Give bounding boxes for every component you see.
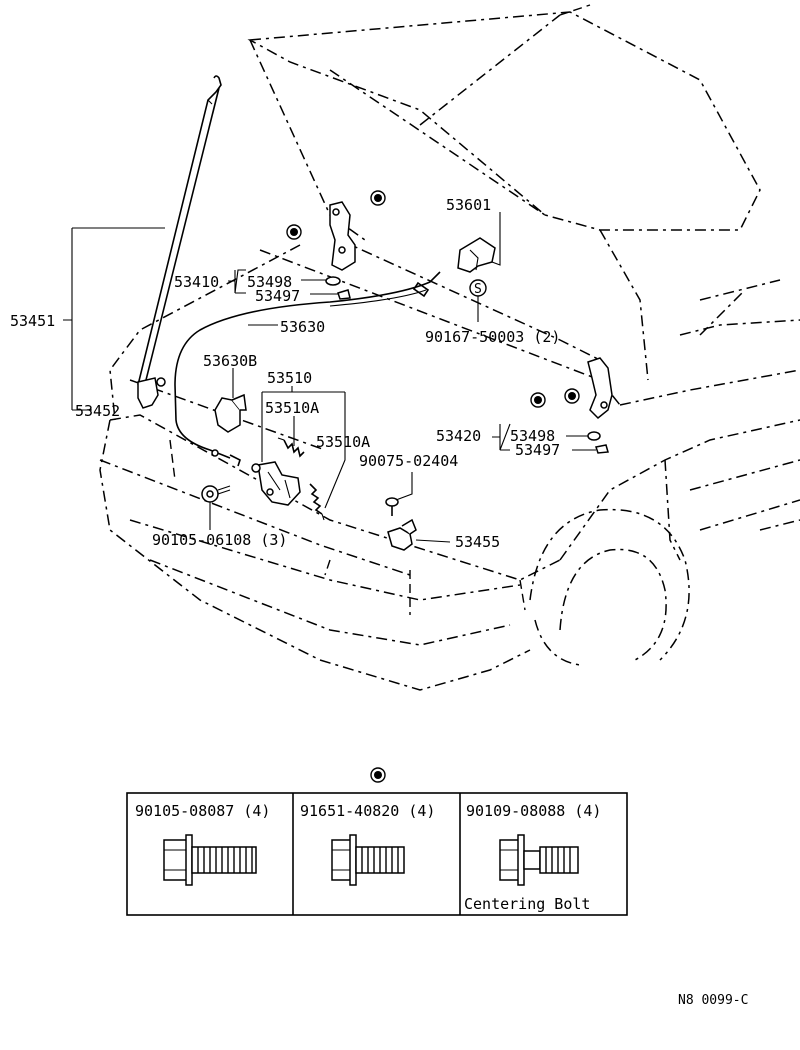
label-53451: 53451 bbox=[10, 312, 55, 330]
label-53498-right: 53498 bbox=[510, 427, 555, 445]
car-body-outline bbox=[99, 4, 800, 691]
label-53630B: 53630B bbox=[203, 352, 257, 370]
bolt-table: 90105-08087 (4) 91651-40820 (4) bbox=[126, 792, 628, 916]
label-53510A-2: 53510A bbox=[316, 433, 370, 451]
release-lever-handle bbox=[214, 393, 247, 433]
label-53497-left: 53497 bbox=[255, 287, 300, 305]
bolt-table-note-3: Centering Bolt bbox=[464, 895, 590, 913]
s-mark-icon: S bbox=[469, 279, 487, 297]
hood-support-rod bbox=[137, 75, 222, 389]
leader-lines bbox=[63, 212, 596, 543]
label-53455: 53455 bbox=[455, 533, 500, 551]
bolt-mark bbox=[370, 190, 386, 206]
label-53498-left: 53498 bbox=[247, 273, 292, 291]
label-90075-02404: 90075-02404 bbox=[359, 452, 458, 470]
bolt-table-part-3: 90109-08088 (4) bbox=[466, 802, 601, 820]
rod-holder-part bbox=[137, 377, 166, 409]
lock-support-bracket bbox=[457, 237, 496, 273]
screw-part bbox=[385, 497, 399, 516]
lock-mount-bolt bbox=[201, 485, 231, 503]
centering-bolt-icon bbox=[499, 834, 579, 886]
label-53420: 53420 bbox=[436, 427, 481, 445]
label-53510A-1: 53510A bbox=[265, 399, 319, 417]
release-cable bbox=[174, 271, 441, 467]
flange-bolt-icon bbox=[163, 834, 257, 886]
bolt-table-part-2: 91651-40820 (4) bbox=[300, 802, 435, 820]
hood-stay-holder bbox=[387, 518, 417, 551]
lock-spring-short bbox=[277, 437, 305, 458]
label-53497-right: 53497 bbox=[515, 441, 560, 459]
clip-part-left bbox=[337, 289, 351, 300]
hood-lock-striker-left bbox=[329, 201, 356, 271]
label-53601: 53601 bbox=[446, 196, 491, 214]
lock-spring-long bbox=[309, 483, 325, 521]
bolt-table-part-1: 90105-08087 (4) bbox=[135, 802, 270, 820]
hood-lock-striker-right bbox=[587, 357, 613, 420]
label-53630: 53630 bbox=[280, 318, 325, 336]
label-90105-06108: 90105-06108 (3) bbox=[152, 531, 287, 549]
clip-part-right bbox=[595, 444, 609, 454]
label-53410: 53410 bbox=[174, 273, 219, 291]
cushion-part-right bbox=[587, 431, 601, 441]
svg-text:S: S bbox=[474, 282, 482, 297]
bolt-mark-table bbox=[370, 767, 386, 783]
hood-lock-assembly bbox=[251, 461, 301, 506]
label-53452: 53452 bbox=[75, 402, 120, 420]
drawing-code: N8 0099-C bbox=[678, 993, 748, 1008]
cushion-part-left bbox=[325, 276, 341, 286]
bolt-mark bbox=[564, 388, 580, 404]
label-53510: 53510 bbox=[267, 369, 312, 387]
bolt-mark bbox=[530, 392, 546, 408]
bolt-with-washer-icon bbox=[331, 834, 405, 886]
label-90167-50003: 90167-50003 (2) bbox=[425, 328, 560, 346]
bolt-mark bbox=[286, 224, 302, 240]
